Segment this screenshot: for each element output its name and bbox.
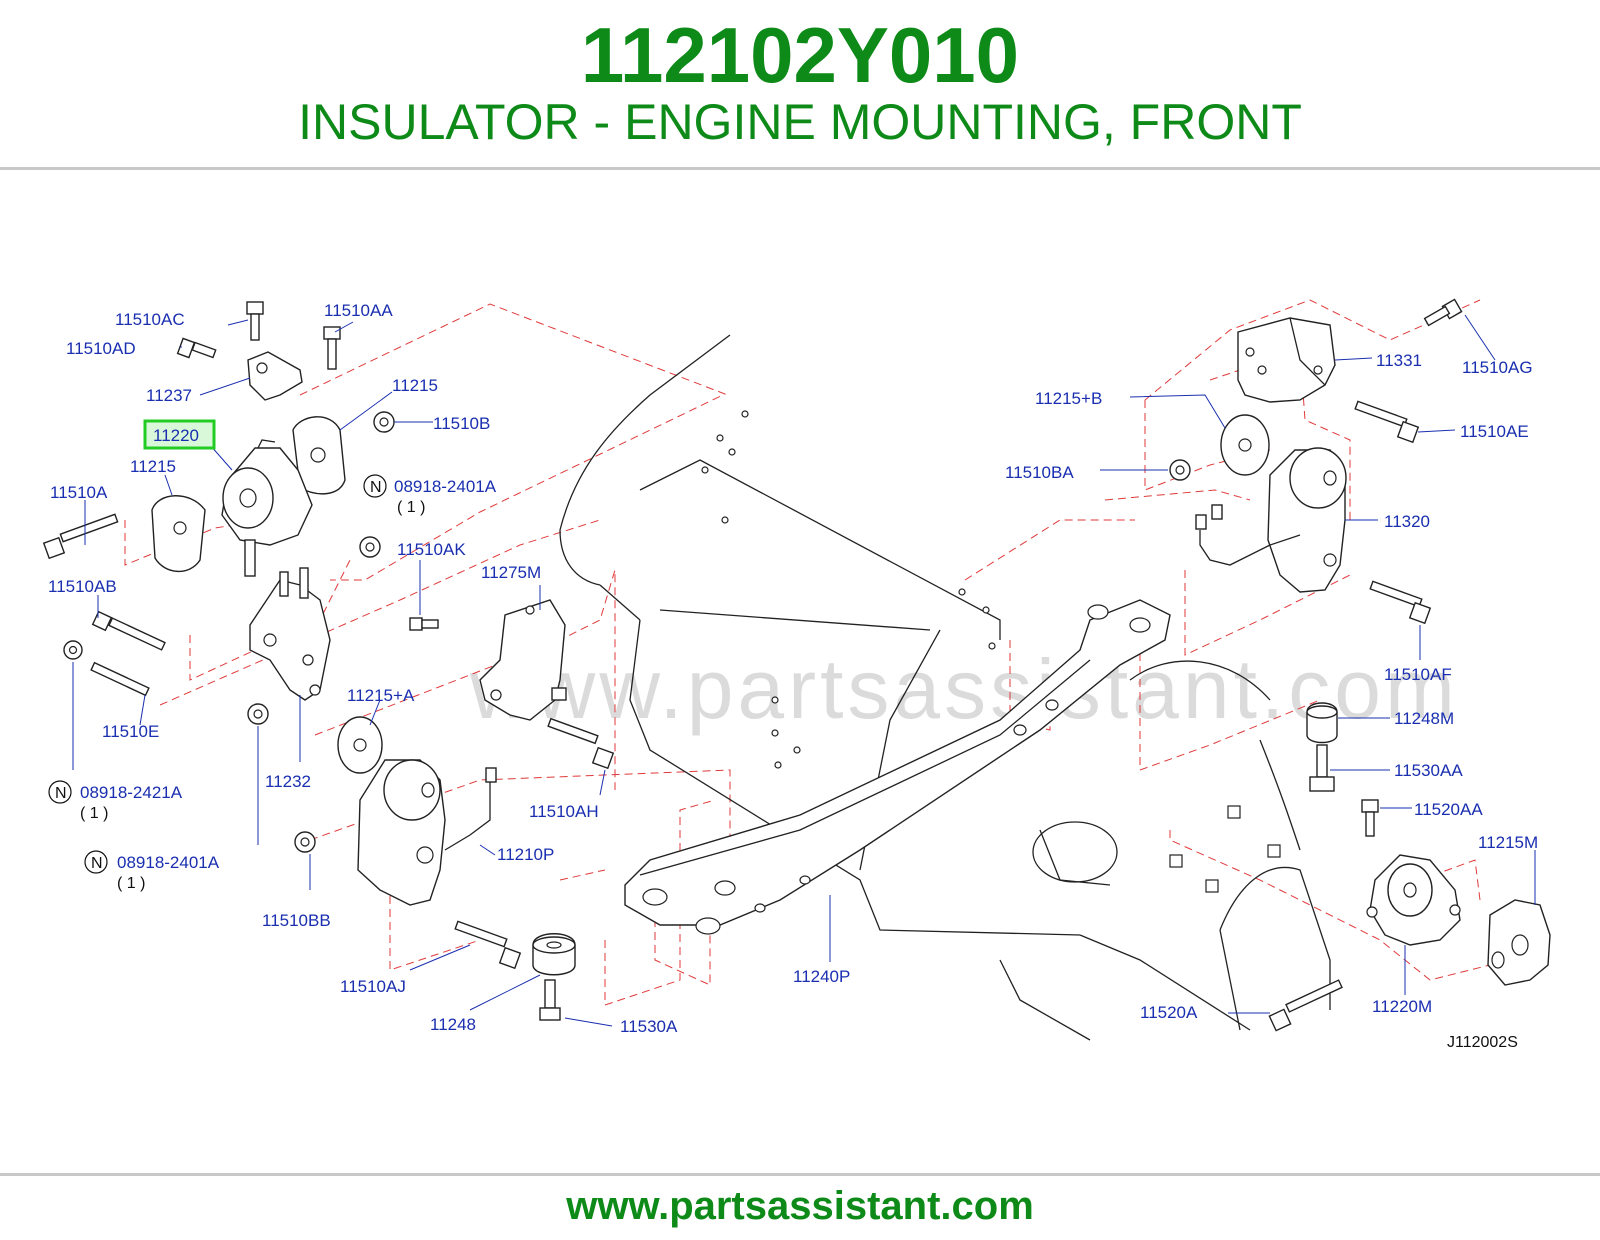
washer-11215-left [151,495,206,573]
label-11220: 11220 [153,426,199,445]
bolt-11510AF [1369,580,1432,625]
n-note-08918-2401A-a: N 08918-2401A ( 1 ) [363,474,497,516]
label-08918-2421A: 08918-2421A [80,783,183,802]
label-11510BA: 11510BA [1005,463,1074,482]
dashed-guides [124,299,1491,1006]
nut-11510BA [1169,459,1191,481]
washer-11215B [1220,414,1270,476]
bolt-11510AG [1423,298,1463,327]
bolt-11510AD [176,337,217,359]
bracket-11331 [1237,317,1336,403]
qty-08918-2401A-a: ( 1 ) [397,499,425,516]
bolt-11530AA [1309,744,1335,792]
n-symbol: N [91,855,103,872]
label-11510AJ: 11510AJ [340,977,406,996]
crossmember-11240P [624,599,1171,935]
label-11248M: 11248M [1394,709,1454,728]
bolt-11510AJ [454,920,522,970]
label-11210P: 11210P [497,845,554,864]
label-11520A: 11520A [1140,1003,1198,1022]
label-11510AA: 11510AA [324,301,393,320]
diagram-code: J112002S [1447,1034,1518,1051]
bolt-11510AC [246,301,264,341]
label-11248: 11248 [430,1015,476,1034]
part-name-subtitle: INSULATOR - ENGINE MOUNTING, FRONT [298,94,1302,150]
label-08918-2401A-b: 08918-2401A [117,853,220,872]
leader-lines [72,314,1536,1027]
label-11237: 11237 [146,386,192,405]
washer-11215A [337,716,383,774]
insulator-11220M [1366,854,1461,946]
washer-11215-top [292,416,346,495]
header-divider [0,167,1600,170]
label-11215-top: 11215 [392,376,438,395]
label-11510AE: 11510AE [1460,422,1529,441]
label-11510A: 11510A [50,483,108,502]
bolt-11530A [539,979,561,1021]
label-11215A: 11215+A [347,686,415,705]
label-11510AC: 11510AC [115,310,185,329]
label-11510AF: 11510AF [1384,665,1452,684]
part-11237-bracket [247,351,303,401]
n-note-08918-2401A-b: N 08918-2401A ( 1 ) [84,850,220,892]
insulator-11320 [1195,447,1347,593]
label-08918-2401A-a: 08918-2401A [394,477,497,496]
nut-11510AK-upper [359,536,381,558]
bolt-11510AE [1354,400,1420,444]
label-11510AK: 11510AK [397,540,466,559]
label-11510B: 11510B [433,414,490,433]
label-11510E: 11510E [102,722,159,741]
label-11215M: 11215M [1478,833,1538,852]
watermark-text: www.partsassistant.com [469,642,1459,736]
bushing-11248M [1306,702,1338,744]
n-note-08918-2421A: N 08918-2421A ( 1 ) [48,780,183,822]
header: 112102Y010 INSULATOR - ENGINE MOUNTING, … [0,0,1600,170]
highlight-box-11220 [143,419,216,450]
label-11275M: 11275M [481,563,541,582]
part-labels: 11510AC 11510AA 11510AD 11237 11215 1151… [48,301,1538,1036]
bolt-11520A [1268,979,1343,1032]
bracket-11275M [479,599,567,721]
nut-08918-2421A [63,640,83,660]
label-11215-left: 11215 [130,457,176,476]
label-11215B: 11215+B [1035,389,1102,408]
label-11240P: 11240P [793,967,850,986]
bolt-11510AH [547,717,615,770]
bolt-11510A [42,513,119,560]
label-11220M: 11220M [1372,997,1432,1016]
stud-11510E [90,661,150,697]
label-11510AH: 11510AH [529,802,599,821]
bolt-11520AA [1361,799,1379,837]
label-11510BB: 11510BB [262,911,331,930]
nut-11510BB [294,831,316,853]
label-11331: 11331 [1376,351,1422,370]
bracket-11232 [249,567,331,701]
part-number-title: 112102Y010 [580,11,1020,99]
label-11232: 11232 [265,772,311,791]
label-11510AD: 11510AD [66,339,136,358]
footer-website[interactable]: www.partsassistant.com [566,1184,1034,1228]
label-11530A: 11530A [620,1017,678,1036]
label-11320: 11320 [1384,512,1430,531]
bushing-11248 [532,933,576,976]
mount-11215M [1487,899,1551,986]
label-11530AA: 11530AA [1394,761,1463,780]
n-symbol: N [370,479,382,496]
nut-11510AK [409,617,439,631]
bolt-11510AB [91,610,166,651]
nut-11510B [373,411,395,433]
label-11510AB: 11510AB [48,577,117,596]
nut-08918-2401A-b [247,703,269,725]
n-symbol: N [55,785,67,802]
qty-08918-2421A: ( 1 ) [80,805,108,822]
footer-divider [0,1173,1600,1176]
insulator-11210P [357,759,497,906]
bolt-11510AA [323,326,341,370]
label-11510AG: 11510AG [1462,358,1533,377]
qty-08918-2401A-b: ( 1 ) [117,875,145,892]
label-11520AA: 11520AA [1414,800,1483,819]
insulator-11220-highlighted [221,439,313,577]
